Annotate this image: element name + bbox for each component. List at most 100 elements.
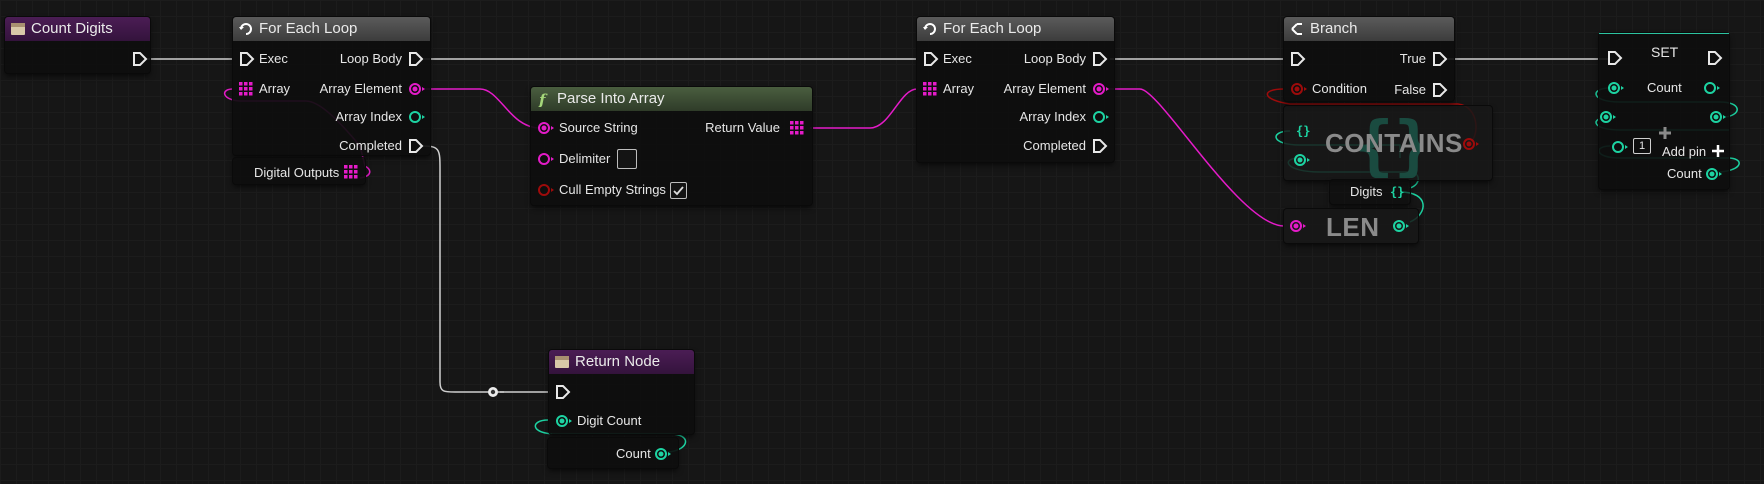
digits-pin[interactable]: {} xyxy=(1390,185,1408,199)
true-label: True xyxy=(1399,51,1426,66)
exec-label: Exec xyxy=(259,51,288,66)
len-out-pin[interactable] xyxy=(1392,219,1410,233)
array-in-pin[interactable] xyxy=(923,82,937,96)
array-in-pin[interactable] xyxy=(239,82,253,96)
add-b-pin[interactable] xyxy=(1611,140,1629,154)
return-node-header[interactable]: Return Node xyxy=(549,350,694,374)
svg-text:f: f xyxy=(538,91,548,107)
int-wire-return xyxy=(534,419,687,453)
exec-in-pin[interactable] xyxy=(923,52,939,66)
add-pin-plus-icon[interactable] xyxy=(1711,144,1725,158)
exec-in-pin[interactable] xyxy=(1607,51,1623,65)
for-each-loop-node-1[interactable]: For Each Loop Exec Loop Body Array Array… xyxy=(233,17,430,155)
completed-pin[interactable] xyxy=(408,139,424,153)
len-node[interactable]: LEN xyxy=(1284,209,1418,243)
exec-in-pin[interactable] xyxy=(239,52,255,66)
contains-in-a-pin[interactable]: {} xyxy=(1296,124,1314,138)
add-a-pin[interactable] xyxy=(1599,110,1617,124)
array-index-pin[interactable] xyxy=(408,110,426,124)
condition-label: Condition xyxy=(1312,81,1367,96)
count-digits-node[interactable]: Count Digits xyxy=(5,17,150,73)
exec-in-pin[interactable] xyxy=(1290,52,1306,66)
completed-pin[interactable] xyxy=(1092,139,1108,153)
return-node-title: Return Node xyxy=(575,353,661,370)
digit-count-label: Digit Count xyxy=(577,413,642,428)
loop-body-pin[interactable] xyxy=(408,52,424,66)
digits-getter[interactable]: Digits {} xyxy=(1330,180,1410,204)
count-result-pin[interactable] xyxy=(1705,167,1723,181)
svg-text:{}: {} xyxy=(1390,185,1404,199)
parse-into-array-title: Parse Into Array xyxy=(557,90,665,107)
contains-label: CONTAINS xyxy=(1325,128,1463,158)
contains-node[interactable]: {} CONTAINS {} xyxy=(1284,106,1492,180)
loop-body-pin[interactable] xyxy=(1092,52,1108,66)
count-digits-header[interactable]: Count Digits xyxy=(5,17,150,41)
add-operator-icon xyxy=(1659,127,1671,139)
count-getter[interactable]: Count xyxy=(548,438,678,468)
array-index-pin[interactable] xyxy=(1092,110,1110,124)
false-pin[interactable] xyxy=(1432,83,1448,97)
for-each-loop-node-2[interactable]: For Each Loop Exec Loop Body Array Array… xyxy=(917,17,1114,162)
array-element-pin[interactable] xyxy=(1092,82,1110,96)
count-out-label: Count xyxy=(1667,166,1702,181)
delimiter-pin[interactable] xyxy=(537,152,555,166)
digital-outputs-pin[interactable] xyxy=(344,165,358,179)
string-wire-element-len xyxy=(1106,88,1285,227)
array-element-label: Array Element xyxy=(319,81,402,96)
add-value-input[interactable]: 1 xyxy=(1633,138,1651,154)
array-label: Array xyxy=(943,81,975,96)
loop-body-label: Loop Body xyxy=(339,51,402,66)
array-label: Array xyxy=(259,81,291,96)
count-label: Count xyxy=(1647,80,1682,95)
contains-in-b-pin[interactable] xyxy=(1293,153,1311,167)
parse-into-array-node[interactable]: f Parse Into Array Source String Return … xyxy=(531,87,812,205)
add-out-pin[interactable] xyxy=(1709,110,1727,124)
contains-out-pin[interactable] xyxy=(1462,137,1480,151)
for-each-loop-2-header[interactable]: For Each Loop xyxy=(917,17,1114,41)
exec-wire-completed-return xyxy=(422,145,550,393)
return-node[interactable]: Return Node Digit Count xyxy=(549,350,694,434)
exec-label: Exec xyxy=(943,51,972,66)
cull-empty-checkbox[interactable] xyxy=(670,182,687,199)
digit-count-pin[interactable] xyxy=(555,414,573,428)
count-getter-pin[interactable] xyxy=(654,447,672,461)
loop-icon xyxy=(923,23,936,35)
count-digits-title: Count Digits xyxy=(31,20,113,37)
loop-icon xyxy=(239,23,252,35)
cull-empty-pin[interactable] xyxy=(537,183,555,197)
source-string-label: Source String xyxy=(559,120,638,135)
return-value-pin[interactable] xyxy=(790,121,804,135)
count-in-pin[interactable] xyxy=(1607,81,1625,95)
set-node[interactable]: SET Count 1 Add pin Count xyxy=(1599,33,1729,189)
count-out-pin[interactable] xyxy=(1703,81,1721,95)
len-in-pin[interactable] xyxy=(1289,219,1307,233)
function-return-icon xyxy=(555,356,569,368)
branch-node[interactable]: Branch True Condition False xyxy=(1284,17,1454,101)
delimiter-input[interactable] xyxy=(617,149,637,169)
svg-text:{}: {} xyxy=(1296,124,1310,138)
exec-out-pin[interactable] xyxy=(132,52,148,66)
array-element-label: Array Element xyxy=(1003,81,1086,96)
function-entry-icon xyxy=(11,23,25,35)
add-pin-label: Add pin xyxy=(1662,144,1707,159)
for-each-loop-1-header[interactable]: For Each Loop xyxy=(233,17,430,41)
for-each-loop-1-title: For Each Loop xyxy=(259,20,358,37)
curly-braces-icon: {} xyxy=(1354,108,1420,178)
false-label: False xyxy=(1394,82,1426,97)
svg-text:{}: {} xyxy=(1354,108,1420,178)
function-icon: f xyxy=(538,91,548,107)
source-string-pin[interactable] xyxy=(537,121,555,135)
delimiter-label: Delimiter xyxy=(559,151,611,166)
exec-out-pin[interactable] xyxy=(1707,51,1723,65)
true-pin[interactable] xyxy=(1432,52,1448,66)
array-element-pin[interactable] xyxy=(408,82,426,96)
array-wire-element-source xyxy=(423,88,541,129)
digital-outputs-getter[interactable]: Digital Outputs xyxy=(233,158,365,184)
branch-title: Branch xyxy=(1310,20,1358,37)
array-index-label: Array Index xyxy=(1019,109,1086,124)
branch-header[interactable]: Branch xyxy=(1284,17,1454,41)
exec-in-pin[interactable] xyxy=(555,385,571,399)
condition-pin[interactable] xyxy=(1290,82,1308,96)
set-title: SET xyxy=(1651,44,1679,60)
parse-into-array-header[interactable]: f Parse Into Array xyxy=(531,87,812,111)
